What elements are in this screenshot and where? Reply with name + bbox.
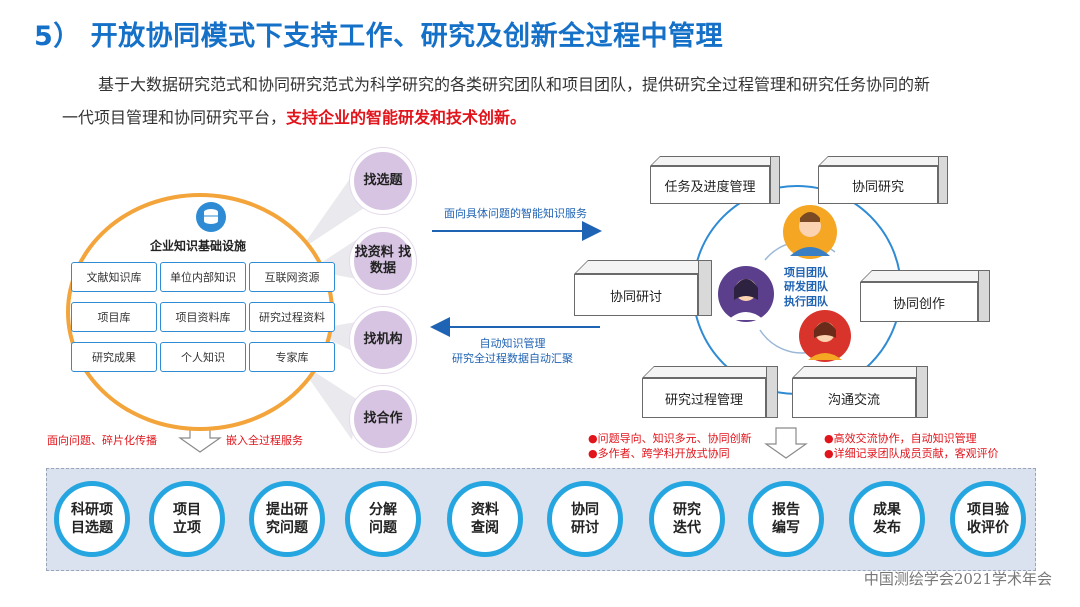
database-icon (196, 202, 226, 232)
process-step[interactable]: 成果 发布 (849, 481, 925, 557)
process-step[interactable]: 科研项 目选题 (54, 481, 130, 557)
note-item: ●问题导向、知识多元、协同创新 (588, 432, 752, 445)
process-step[interactable]: 项目 立项 (149, 481, 225, 557)
intro-highlight: 支持企业的智能研发和技术创新。 (286, 108, 527, 127)
avatar-woman-right (799, 310, 851, 362)
intro-line-1: 基于大数据研究范式和协同研究范式为科学研究的各类研究团队和项目团队，提供研究全过… (98, 75, 931, 94)
team-label-rd: 研发团队 (784, 280, 828, 294)
find-data-bubble[interactable]: 找资料 找数据 (350, 228, 416, 294)
team-center-label: 项目团队 研发团队 执行团队 (784, 266, 828, 309)
box-label: 任务及进度管理 (650, 166, 770, 204)
find-topic-bubble[interactable]: 找选题 (350, 148, 416, 214)
kb-cell[interactable]: 研究过程资料 (249, 302, 335, 332)
box-task-progress[interactable]: 任务及进度管理 (650, 156, 780, 204)
kb-cell[interactable]: 个人知识 (160, 342, 246, 372)
kb-cell[interactable]: 互联网资源 (249, 262, 335, 292)
box-collab-discussion[interactable]: 协同研讨 (574, 260, 712, 316)
bottom-right-label: 嵌入全过程服务 (226, 434, 303, 447)
arrow-left-label-2: 研究全过程数据自动汇聚 (452, 352, 573, 366)
box-label: 沟通交流 (792, 378, 916, 418)
box-label: 协同研究 (818, 166, 938, 204)
box-label: 研究过程管理 (642, 378, 766, 418)
note-item: ●多作者、跨学科开放式协同 (588, 447, 730, 461)
kb-cell[interactable]: 文献知识库 (71, 262, 157, 292)
avatar-man (783, 205, 837, 259)
kb-cell[interactable]: 单位内部知识 (160, 262, 246, 292)
notes-right: ●高效交流协作，自动知识管理 ●详细记录团队成员贡献，客观评价 (824, 431, 999, 462)
process-step[interactable]: 资料 查阅 (447, 481, 523, 557)
process-step[interactable]: 报告 编写 (748, 481, 824, 557)
bottom-left-label: 面向问题、碎片化传播 (47, 434, 157, 447)
kb-cell[interactable]: 专家库 (249, 342, 335, 372)
arrow-left-label-1: 自动知识管理 (479, 337, 546, 350)
box-label: 协同创作 (860, 282, 978, 322)
arrow-right-label: 面向具体问题的智能知识服务 (444, 207, 587, 220)
note-item: ●高效交流协作，自动知识管理 (824, 432, 977, 445)
process-step[interactable]: 项目验 收评价 (950, 481, 1026, 557)
team-label-exec: 执行团队 (784, 294, 828, 308)
arrow-left-label: 自动知识管理 研究全过程数据自动汇聚 (452, 336, 573, 367)
find-partner-bubble[interactable]: 找合作 (350, 386, 416, 452)
process-step[interactable]: 分解 问题 (345, 481, 421, 557)
team-label-project: 项目团队 (784, 266, 828, 279)
avatar-woman-left (718, 266, 774, 322)
page-title: 5） 开放协同模式下支持工作、研究及创新全过程中管理 (34, 21, 724, 52)
box-collab-research[interactable]: 协同研究 (818, 156, 948, 204)
box-label: 协同研讨 (574, 274, 698, 316)
kb-cell[interactable]: 项目资料库 (160, 302, 246, 332)
find-institution-bubble[interactable]: 找机构 (350, 307, 416, 373)
down-arrow-right (764, 427, 808, 459)
box-collab-creation[interactable]: 协同创作 (860, 270, 990, 322)
process-step[interactable]: 提出研 究问题 (249, 481, 325, 557)
box-communication[interactable]: 沟通交流 (792, 366, 928, 418)
intro-plain: 一代项目管理和协同研究平台， (62, 108, 287, 127)
note-item: ●详细记录团队成员贡献，客观评价 (824, 447, 999, 461)
process-step[interactable]: 研究 迭代 (649, 481, 725, 557)
box-research-process[interactable]: 研究过程管理 (642, 366, 778, 418)
notes-left: ●问题导向、知识多元、协同创新 ●多作者、跨学科开放式协同 (588, 431, 752, 462)
kb-cell[interactable]: 项目库 (71, 302, 157, 332)
process-step[interactable]: 协同 研讨 (547, 481, 623, 557)
intro-line-2: 一代项目管理和协同研究平台，支持企业的智能研发和技术创新。 (62, 104, 526, 128)
fan-1 (300, 170, 364, 250)
knowledge-base-title: 企业知识基础设施 (150, 239, 247, 253)
kb-cell[interactable]: 研究成果 (71, 342, 157, 372)
watermark: 中国测绘学会2021学术年会 (863, 570, 1052, 588)
fan-4 (296, 360, 358, 440)
